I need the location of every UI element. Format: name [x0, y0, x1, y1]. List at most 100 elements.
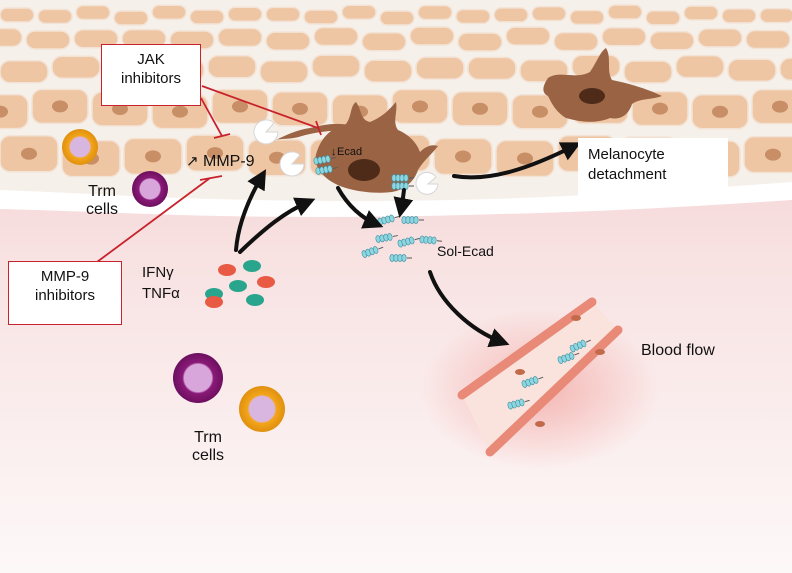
ecad-molecule	[401, 216, 424, 224]
black-arrows	[234, 142, 582, 348]
cytokines	[205, 260, 275, 308]
keratinocyte	[0, 27, 23, 48]
keratinocyte	[363, 59, 413, 83]
ecad-molecule	[375, 233, 398, 243]
keratinocyte	[51, 55, 101, 79]
keratinocyte	[25, 30, 71, 50]
ecad-molecule	[397, 236, 420, 248]
keratinocyte	[493, 7, 529, 23]
keratinocyte-nucleus	[52, 100, 68, 113]
keratinocyte	[649, 31, 695, 51]
melanocyte	[276, 102, 438, 193]
keratinocyte-nucleus	[0, 105, 8, 118]
keratinocyte	[759, 7, 792, 24]
keratinocyte	[313, 26, 359, 47]
keratinocyte	[531, 5, 567, 22]
ecad-down-icon: ↓	[331, 146, 337, 158]
keratinocyte-nucleus	[412, 100, 428, 113]
keratinocyte	[189, 9, 225, 25]
keratinocyte	[415, 56, 465, 80]
keratinocyte	[417, 4, 453, 21]
jak-inhibitors-box: JAK inhibitors	[101, 44, 201, 106]
keratinocyte	[37, 8, 73, 25]
ecad-molecule	[557, 352, 580, 364]
keratinocyte	[745, 29, 791, 50]
keratinocyte	[409, 26, 455, 46]
keratinocyte	[265, 6, 301, 23]
keratinocyte	[645, 10, 681, 26]
keratinocyte-nucleus	[172, 105, 188, 118]
ecad-molecule	[419, 235, 442, 245]
keratinocyte	[217, 27, 263, 48]
keratinocyte	[379, 10, 415, 26]
keratinocyte-nucleus	[532, 105, 548, 118]
melanocyte-detachment-box: Melanocyte detachment	[578, 138, 728, 200]
ecad-molecules-on-cell	[313, 155, 414, 190]
keratinocyte-nucleus	[652, 102, 668, 115]
keratinocyte	[0, 7, 35, 23]
basement-membrane	[0, 182, 792, 217]
keratinocyte-nucleus	[21, 147, 37, 160]
keratinocyte	[675, 54, 725, 79]
keratinocyte	[697, 28, 743, 48]
keratinocyte-nucleus	[712, 105, 728, 118]
keratinocyte	[623, 60, 673, 84]
trm-cell-orange	[62, 129, 98, 165]
keratinocyte	[341, 4, 377, 20]
keratinocyte-nucleus	[232, 100, 248, 113]
keratinocyte	[553, 31, 599, 52]
keratinocyte-nucleus	[472, 102, 488, 115]
keratinocyte	[727, 58, 777, 83]
ecad-molecule	[391, 174, 414, 182]
keratinocyte-nucleus	[455, 150, 471, 163]
ifng-label: IFNγ	[142, 264, 174, 281]
trm-cells-label-top: Trm cells	[85, 183, 118, 219]
tnfa-label: TNFα	[142, 285, 180, 302]
keratinocyte	[113, 10, 149, 26]
mmp9-label: MMP-9	[203, 153, 255, 170]
ecad-molecule	[391, 182, 414, 190]
ecad-molecule	[389, 254, 412, 262]
keratinocyte-nucleus	[772, 100, 788, 113]
keratinocyte	[467, 56, 517, 81]
ecad-molecule	[315, 165, 338, 175]
trm-cell-orange	[239, 386, 285, 432]
keratinocyte	[601, 27, 647, 47]
ecad-molecule	[313, 155, 336, 165]
keratinocyte	[683, 5, 719, 21]
keratinocyte-nucleus	[145, 150, 161, 163]
ecad-molecule	[507, 398, 530, 410]
detached-melanocyte	[543, 48, 662, 122]
mmp9-enzymes	[253, 119, 439, 195]
trm-cell-purple	[173, 353, 223, 403]
keratinocyte-nucleus	[292, 102, 308, 115]
mmp9-arrow-icon: ↗	[186, 153, 199, 170]
keratinocyte	[259, 60, 309, 84]
keratinocyte	[151, 4, 187, 20]
trm-cells-label-bottom: Trm cells	[191, 429, 224, 465]
keratinocyte	[265, 31, 311, 51]
keratinocyte	[207, 54, 257, 79]
keratinocyte	[455, 8, 491, 25]
keratinocyte	[311, 54, 361, 78]
keratinocyte	[73, 28, 119, 49]
keratinocyte	[569, 9, 605, 26]
keratinocyte-nucleus	[207, 147, 223, 160]
keratinocyte	[303, 9, 339, 25]
keratinocyte	[779, 57, 792, 81]
mmp9-inhibitors-label: MMP-9 inhibitors	[34, 268, 96, 304]
keratinocyte	[227, 6, 263, 23]
mmp9-inhibitors-box: MMP-9 inhibitors	[8, 261, 122, 325]
keratinocyte	[721, 8, 757, 24]
keratinocyte	[457, 32, 503, 52]
keratinocyte-nucleus	[517, 152, 533, 165]
blood-flow-label: Blood flow	[641, 342, 715, 359]
ecad-molecule	[521, 376, 544, 388]
blood-vessel	[420, 297, 660, 470]
keratinocyte	[0, 59, 49, 84]
melanocyte-detachment-label: Melanocyte detachment	[588, 146, 667, 183]
keratinocyte	[607, 4, 643, 20]
keratinocyte-nucleus	[765, 148, 781, 161]
trm-cell-purple	[132, 171, 168, 207]
